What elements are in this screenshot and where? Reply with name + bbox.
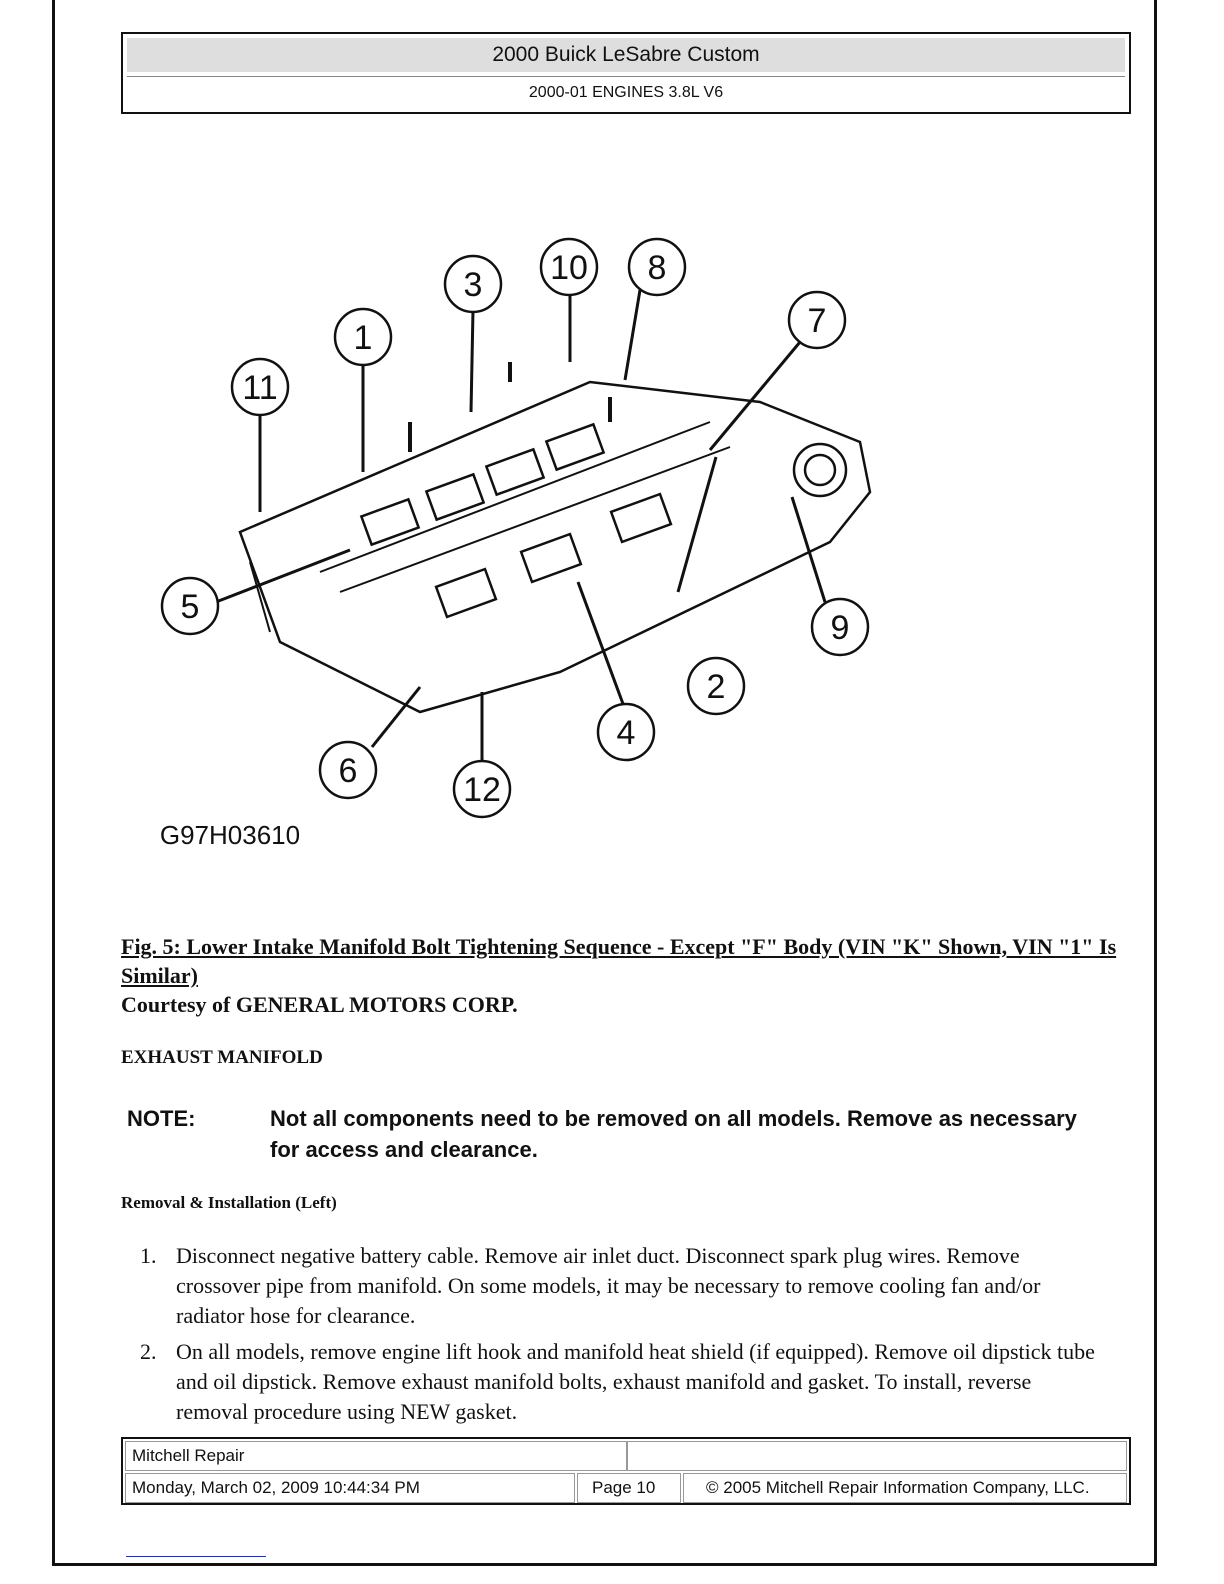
procedure-step: 1. Disconnect negative battery cable. Re…: [140, 1241, 1100, 1331]
callout-3: [443, 254, 503, 314]
intake-port: [359, 497, 421, 547]
page-border-right: [1154, 0, 1157, 1566]
callout-label: 10: [550, 249, 588, 287]
callout-label: 9: [831, 609, 850, 647]
callout-label: 4: [617, 714, 636, 752]
footer-page: Page 10: [577, 1473, 681, 1503]
callout-label: 7: [808, 302, 827, 340]
callout-1: [333, 307, 393, 367]
note-label: NOTE:: [127, 1106, 196, 1131]
intake-port: [519, 532, 583, 584]
callout-label: 12: [463, 771, 501, 809]
intake-port: [424, 472, 486, 522]
procedure-steps: 1. Disconnect negative battery cable. Re…: [140, 1241, 1100, 1433]
footer-datetime: Monday, March 02, 2009 10:44:34 PM: [125, 1473, 575, 1503]
page-border-bottom: [52, 1563, 1157, 1566]
callout-2: [686, 656, 746, 716]
step-text: On all models, remove engine lift hook a…: [176, 1339, 1095, 1424]
callout-10: [539, 237, 599, 297]
document-footer: Mitchell Repair Monday, March 02, 2009 1…: [121, 1437, 1131, 1505]
callout-4: [596, 702, 656, 762]
figure-caption: Fig. 5: Lower Intake Manifold Bolt Tight…: [121, 932, 1131, 1019]
callout-11: [230, 357, 290, 417]
caption-title: Fig. 5: Lower Intake Manifold Bolt Tight…: [121, 934, 1117, 988]
step-number: 1.: [140, 1243, 157, 1268]
figure-code: G97H03610: [160, 820, 300, 850]
note-text: Not all components need to be removed on…: [270, 1106, 1077, 1162]
procedure-step: 2. On all models, remove engine lift hoo…: [140, 1337, 1100, 1427]
callout-label: 8: [648, 249, 667, 287]
footer-source: Mitchell Repair: [125, 1441, 627, 1471]
footer-blank: [627, 1441, 1127, 1471]
thermostat-housing: [792, 442, 848, 498]
callout-5: [160, 576, 220, 636]
intake-port: [609, 492, 673, 544]
footer-copyright: © 2005 Mitchell Repair Information Compa…: [683, 1473, 1127, 1503]
callout-12: [452, 759, 512, 819]
intake-port: [544, 422, 606, 472]
callout-6: [318, 740, 378, 800]
callout-9: [810, 597, 870, 657]
callout-label: 11: [242, 369, 277, 407]
callout-label: 2: [707, 668, 726, 706]
footnote-rule: [126, 1556, 266, 1557]
procedure-subheading: Removal & Installation (Left): [121, 1193, 337, 1212]
step-number: 2.: [140, 1339, 157, 1364]
callout-7: [787, 290, 847, 350]
document-header: 2000 Buick LeSabre Custom 2000-01 ENGINE…: [121, 32, 1131, 114]
manifold-outline: [238, 380, 872, 714]
section-heading: EXHAUST MANIFOLD: [121, 1047, 323, 1068]
step-text: Disconnect negative battery cable. Remov…: [176, 1243, 1041, 1328]
engine-subtitle: 2000-01 ENGINES 3.8L V6: [127, 76, 1125, 109]
intake-port: [484, 447, 546, 497]
callout-8: [627, 237, 687, 297]
page-border-left: [52, 0, 55, 1566]
callout-label: 6: [339, 752, 358, 790]
callout-label: 1: [354, 319, 373, 357]
intake-port: [434, 567, 498, 619]
callout-label: 5: [181, 588, 200, 626]
vehicle-title: 2000 Buick LeSabre Custom: [127, 38, 1125, 72]
manifold-figure: 1 2 3 4 5 6 7 8 9 10 11 12 G97H03610: [150, 232, 890, 852]
callout-label: 3: [464, 266, 483, 304]
intake-manifold-diagram: 1 2 3 4 5 6 7 8 9 10 11 12 G97H03610: [160, 237, 872, 850]
caption-courtesy: Courtesy of GENERAL MOTORS CORP.: [121, 992, 518, 1017]
